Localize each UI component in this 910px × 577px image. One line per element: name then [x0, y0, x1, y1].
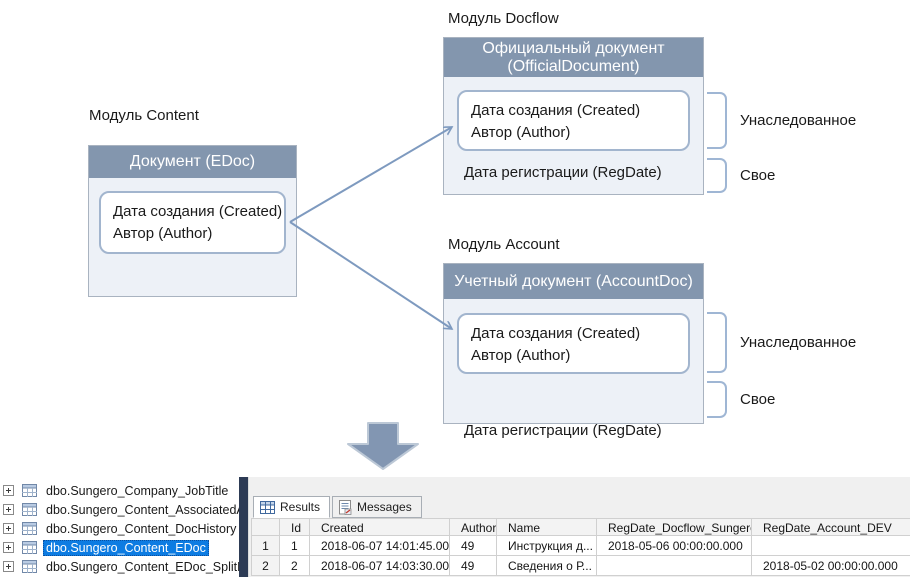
- field-author: Автор (Author): [113, 225, 213, 242]
- tree-item-jobtitle[interactable]: dbo.Sungero_Company_JobTitle: [0, 481, 231, 500]
- account-accountdoc-box: Учетный документ (AccountDoc) Дата созда…: [443, 263, 704, 439]
- module-label-docflow: Модуль Docflow: [448, 10, 559, 27]
- docflow-own-field-regdate: Дата регистрации (RegDate): [464, 164, 662, 181]
- field-created: Дата создания (Created): [113, 203, 283, 220]
- tree-item-label[interactable]: dbo.Sungero_Company_JobTitle: [46, 483, 229, 498]
- module-label-account: Модуль Account: [448, 236, 560, 253]
- cell-regdate-account[interactable]: 2018-05-02 00:00:00.000: [752, 556, 910, 576]
- tree-item-label[interactable]: dbo.Sungero_Content_EDoc: [43, 539, 209, 556]
- expand-plus-icon[interactable]: [3, 485, 14, 496]
- col-header-regdate-account[interactable]: RegDate_Account_DEV: [752, 519, 910, 536]
- row-header[interactable]: 1: [252, 536, 280, 556]
- expand-plus-icon[interactable]: [3, 504, 14, 515]
- field-author: Автор (Author): [471, 124, 571, 141]
- table-icon: [22, 503, 37, 516]
- tree-item-edoc-splitd[interactable]: dbo.Sungero_Content_EDoc_SplitD: [0, 557, 239, 576]
- cell-author[interactable]: 49: [450, 556, 497, 576]
- cell-id[interactable]: 1: [280, 536, 310, 556]
- content-edoc-box: Документ (EDoc) Дата создания (Created) …: [88, 145, 297, 297]
- object-explorer-tree: dbo.Sungero_Company_JobTitle dbo.Sungero…: [0, 477, 239, 577]
- cell-created[interactable]: 2018-06-07 14:01:45.000: [310, 536, 450, 556]
- grid-row-1: 1 1 2018-06-07 14:01:45.000 49 Инструкци…: [252, 536, 910, 556]
- tab-results[interactable]: Results: [253, 496, 331, 518]
- expand-plus-icon[interactable]: [3, 561, 14, 572]
- account-inherited-bracket: [707, 312, 727, 373]
- tree-item-edoc-selected[interactable]: dbo.Sungero_Content_EDoc: [0, 538, 209, 557]
- table-icon: [22, 541, 37, 554]
- cell-regdate-account[interactable]: [752, 536, 910, 556]
- col-header-regdate-docflow[interactable]: RegDate_Docflow_Sungero: [597, 519, 752, 536]
- field-created: Дата создания (Created): [471, 325, 641, 342]
- account-own-bracket: [707, 381, 727, 418]
- tree-item-label[interactable]: dbo.Sungero_Content_DocHistory: [46, 521, 237, 536]
- col-header-created[interactable]: Created: [310, 519, 450, 536]
- col-header-id[interactable]: Id: [280, 519, 310, 536]
- panel-splitter[interactable]: [239, 477, 248, 577]
- results-grid: Id Created Author Name RegDate_Docflow_S…: [251, 518, 910, 576]
- results-grid-icon: [260, 500, 275, 514]
- row-header[interactable]: 2: [252, 556, 280, 576]
- cell-created[interactable]: 2018-06-07 14:03:30.000: [310, 556, 450, 576]
- expand-plus-icon[interactable]: [3, 542, 14, 553]
- grid-row-2: 2 2 2018-06-07 14:03:30.000 49 Сведения …: [252, 556, 910, 576]
- results-tab-bar: Results Messages: [253, 496, 422, 518]
- ssms-panel: dbo.Sungero_Company_JobTitle dbo.Sungero…: [0, 477, 910, 577]
- docflow-box-title: Официальный документ (OfficialDocument): [444, 38, 703, 77]
- content-edoc-box-title: Документ (EDoc): [89, 146, 296, 178]
- tree-item-label[interactable]: dbo.Sungero_Content_AssociatedA: [46, 502, 239, 517]
- content-inherited-fields: Дата создания (Created) Автор (Author): [99, 191, 286, 254]
- tab-results-label: Results: [280, 500, 321, 514]
- account-box-title: Учетный документ (AccountDoc): [444, 264, 703, 299]
- inheritance-arrow-to-docflow: [289, 126, 452, 223]
- account-own-label: Свое: [740, 391, 776, 408]
- results-pane: Results Messages Id Created Author Name …: [248, 477, 910, 577]
- account-inherited-label: Унаследованное: [740, 334, 857, 351]
- docflow-inherited-label: Унаследованное: [740, 112, 857, 129]
- col-header-author[interactable]: Author: [450, 519, 497, 536]
- col-header-name[interactable]: Name: [497, 519, 597, 536]
- cell-regdate-docflow[interactable]: [597, 556, 752, 576]
- tab-messages-label: Messages: [357, 500, 412, 514]
- account-own-field-regdate: Дата регистрации (RegDate): [464, 422, 662, 439]
- account-inherited-fields: Дата создания (Created) Автор (Author): [457, 313, 690, 374]
- table-icon: [22, 522, 37, 535]
- cell-author[interactable]: 49: [450, 536, 497, 556]
- module-label-content: Модуль Content: [89, 107, 199, 124]
- tree-item-dochistory[interactable]: dbo.Sungero_Content_DocHistory: [0, 519, 239, 538]
- docflow-inherited-fields: Дата создания (Created) Автор (Author): [457, 90, 690, 151]
- cell-name[interactable]: Сведения о Р...: [497, 556, 597, 576]
- docflow-own-bracket: [707, 158, 727, 193]
- field-author: Автор (Author): [471, 347, 571, 364]
- field-created: Дата создания (Created): [471, 102, 641, 119]
- tab-messages[interactable]: Messages: [332, 496, 422, 518]
- expand-plus-icon[interactable]: [3, 523, 14, 534]
- tree-item-label[interactable]: dbo.Sungero_Content_EDoc_SplitD: [46, 559, 239, 574]
- docflow-own-label: Свое: [740, 167, 776, 184]
- docflow-officialdocument-box: Официальный документ (OfficialDocument) …: [443, 37, 704, 195]
- messages-icon: [339, 499, 352, 515]
- down-block-arrow-icon: [347, 422, 419, 470]
- col-header-blank[interactable]: [252, 519, 280, 536]
- grid-header-row: Id Created Author Name RegDate_Docflow_S…: [252, 519, 910, 536]
- docflow-inherited-bracket: [707, 92, 727, 149]
- cell-regdate-docflow[interactable]: 2018-05-06 00:00:00.000: [597, 536, 752, 556]
- table-icon: [22, 560, 37, 573]
- cell-id[interactable]: 2: [280, 556, 310, 576]
- inheritance-arrow-to-account: [289, 221, 452, 329]
- cell-name[interactable]: Инструкция д...: [497, 536, 597, 556]
- table-icon: [22, 484, 37, 497]
- tree-item-associated[interactable]: dbo.Sungero_Content_AssociatedA: [0, 500, 239, 519]
